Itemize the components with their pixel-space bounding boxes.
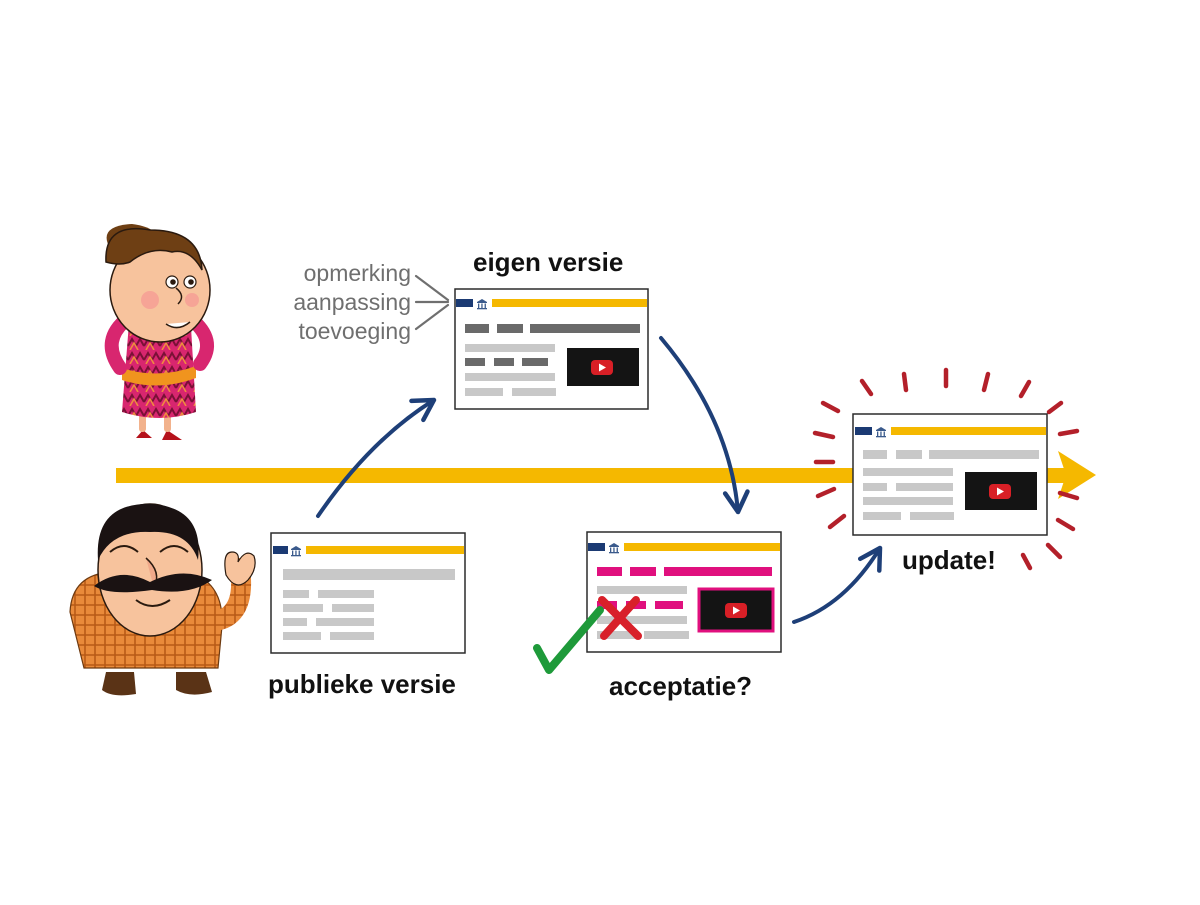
caption-own-version: eigen versie: [473, 247, 624, 277]
man-illustration: [69, 503, 256, 696]
government-logo-icon: [477, 299, 487, 310]
caption-acceptance: acceptatie?: [609, 671, 753, 701]
arrow-own-to-acceptance: [659, 336, 750, 515]
play-icon: [725, 603, 747, 618]
arrow-acceptance-to-update: [792, 545, 883, 624]
annotation-addition: toevoeging: [298, 318, 411, 344]
gov-stripe: [456, 299, 473, 307]
gov-stripe: [855, 427, 872, 435]
card-public-version: [270, 532, 466, 654]
card-acceptance: [586, 531, 782, 653]
card-update: [852, 413, 1048, 536]
card-own-version: [454, 288, 649, 410]
annotation-bracket: [414, 274, 450, 331]
arrow-public-to-own: [316, 397, 437, 518]
gov-stripe: [273, 546, 288, 554]
annotation-remark: opmerking: [303, 260, 411, 286]
government-logo-icon: [876, 427, 886, 438]
play-icon: [591, 360, 613, 375]
update-burst: [812, 367, 1080, 571]
caption-update: update!: [902, 545, 996, 575]
government-logo-icon: [291, 546, 301, 557]
government-logo-icon: [609, 543, 619, 554]
caption-public-version: publieke versie: [268, 669, 456, 699]
woman-illustration: [104, 224, 215, 440]
cross-icon: [598, 596, 642, 640]
gov-stripe: [588, 543, 605, 551]
checkmark-icon: [533, 606, 604, 674]
annotation-adjustment: aanpassing: [293, 289, 411, 315]
play-icon: [989, 484, 1011, 499]
